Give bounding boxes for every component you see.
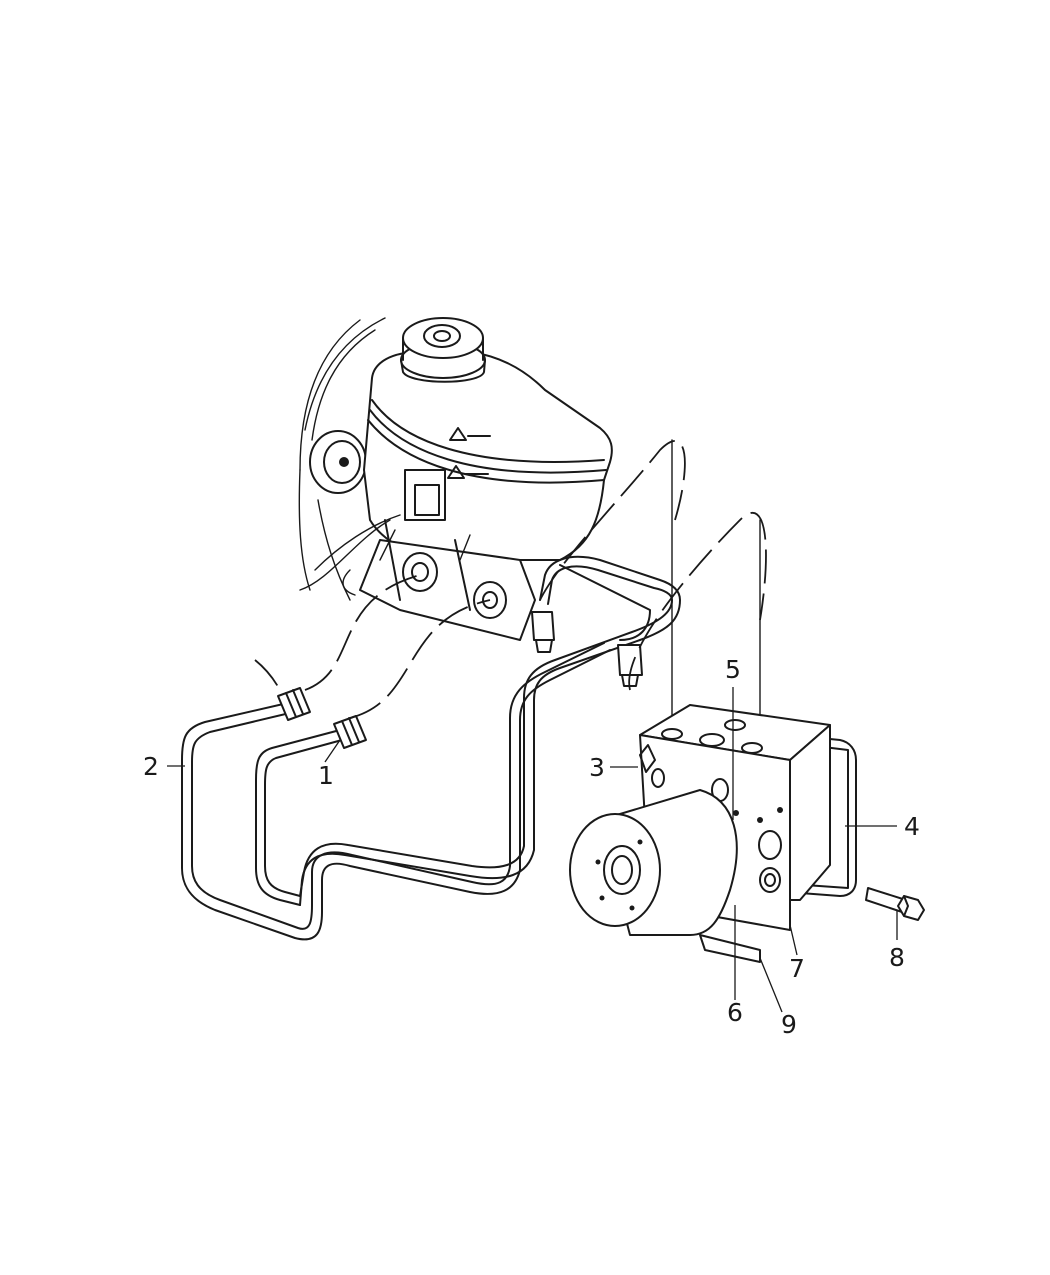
abs-module [569, 704, 857, 963]
brake-lines [181, 555, 681, 941]
callout-2: 2 [143, 752, 159, 781]
callout-3: 3 [589, 753, 605, 782]
master-cylinder-assembly [298, 317, 613, 641]
routing-guides [254, 439, 767, 741]
callout-6: 6 [727, 998, 743, 1027]
brake-line-fittings [277, 611, 643, 749]
callout-labels: 1 2 3 4 5 6 7 8 9 [143, 655, 920, 1039]
callout-leaders [167, 687, 898, 1013]
callout-4: 4 [904, 812, 920, 841]
callout-5: 5 [725, 655, 741, 684]
callout-9: 9 [781, 1010, 797, 1039]
callout-8: 8 [889, 943, 905, 972]
callout-1: 1 [318, 761, 334, 790]
callout-7: 7 [789, 954, 805, 983]
mounting-bolt [865, 887, 925, 921]
